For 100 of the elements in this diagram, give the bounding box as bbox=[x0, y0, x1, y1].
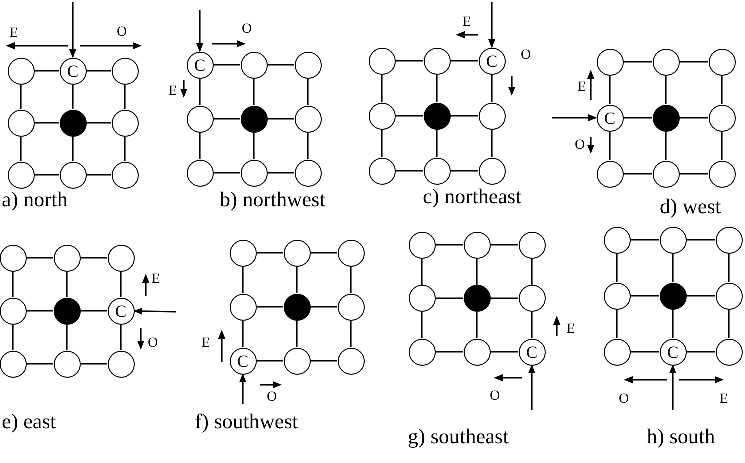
grid-line bbox=[450, 170, 478, 172]
grid-line bbox=[421, 258, 423, 285]
panel-caption: g) southeast bbox=[408, 426, 509, 448]
grid-line bbox=[310, 360, 338, 362]
node-label: C bbox=[67, 62, 79, 80]
grid-line bbox=[20, 84, 22, 110]
node-circle bbox=[0, 244, 26, 272]
node-circle bbox=[54, 244, 80, 272]
grid-line bbox=[214, 118, 240, 120]
grid-line bbox=[26, 257, 54, 259]
grid-line bbox=[72, 136, 74, 162]
grid-line bbox=[350, 266, 352, 294]
grid-line bbox=[476, 312, 478, 338]
grid-line bbox=[199, 132, 201, 160]
arrow-label: O bbox=[266, 391, 278, 405]
node-circle bbox=[186, 160, 214, 186]
node-circle bbox=[596, 48, 624, 76]
node-circle bbox=[424, 158, 450, 184]
grid-line bbox=[72, 84, 74, 110]
node-circle bbox=[338, 240, 364, 266]
grid-line bbox=[26, 310, 54, 312]
grid-line bbox=[268, 172, 294, 174]
grid-line bbox=[624, 173, 652, 175]
panel-caption: d) west bbox=[660, 196, 722, 218]
grid-line bbox=[124, 136, 126, 162]
arrow-label: E bbox=[720, 393, 728, 407]
node-circle bbox=[112, 58, 138, 84]
node-circle bbox=[60, 162, 86, 188]
grid-line bbox=[721, 132, 723, 160]
node-circle bbox=[108, 298, 134, 324]
node-circle bbox=[368, 158, 396, 184]
panel-caption: c) northeast bbox=[423, 186, 522, 208]
grid-line bbox=[686, 351, 716, 353]
grid-line bbox=[310, 306, 338, 308]
node-circle bbox=[604, 226, 630, 254]
grid-line bbox=[214, 64, 240, 66]
node-circle bbox=[230, 348, 256, 374]
grid-line bbox=[256, 306, 284, 308]
filled-node-circle bbox=[424, 102, 450, 130]
panel-caption: e) east bbox=[2, 412, 56, 432]
grid-line bbox=[80, 257, 108, 259]
node-circle bbox=[230, 240, 256, 266]
grid-line bbox=[436, 298, 464, 300]
grid-line bbox=[490, 351, 518, 353]
grid-line bbox=[616, 254, 618, 282]
node-circle bbox=[464, 338, 490, 366]
grid-line bbox=[624, 61, 652, 63]
grid-line bbox=[86, 174, 112, 176]
grid-line bbox=[34, 174, 60, 176]
grid-line bbox=[214, 172, 240, 174]
grid-line bbox=[436, 244, 464, 246]
grid-line bbox=[491, 74, 493, 102]
input-arrow bbox=[196, 10, 204, 52]
grid-line bbox=[396, 170, 424, 172]
node-circle bbox=[112, 162, 138, 188]
grid-line bbox=[436, 74, 438, 102]
grid-line bbox=[253, 132, 255, 160]
node-circle bbox=[464, 232, 490, 258]
node-circle bbox=[408, 232, 436, 258]
grid-line bbox=[253, 78, 255, 106]
grid-line bbox=[491, 130, 493, 158]
grid-line bbox=[630, 295, 660, 297]
node-circle bbox=[368, 102, 396, 130]
grid-line bbox=[381, 74, 383, 102]
arrow-label: O bbox=[618, 393, 630, 407]
input-arrow bbox=[669, 364, 677, 410]
input-arrow bbox=[552, 114, 598, 122]
arrow-label: E bbox=[462, 16, 472, 30]
node-circle bbox=[596, 104, 624, 132]
node-circle bbox=[108, 244, 134, 272]
input-arrow bbox=[69, 2, 77, 58]
grid-line bbox=[310, 252, 338, 254]
node-circle bbox=[596, 160, 624, 188]
node-circle bbox=[660, 226, 686, 254]
filled-node-circle bbox=[60, 110, 86, 136]
node-circle bbox=[652, 48, 680, 76]
node-label: C bbox=[194, 56, 206, 74]
arrow-label: O bbox=[148, 337, 158, 351]
node-label: C bbox=[237, 352, 249, 370]
grid-line bbox=[34, 122, 60, 124]
node-circle bbox=[478, 102, 506, 130]
grid-line bbox=[531, 258, 533, 285]
grid-line bbox=[350, 320, 352, 348]
node-circle bbox=[708, 160, 736, 188]
grid-line bbox=[686, 295, 716, 297]
node-circle bbox=[716, 282, 742, 310]
arrow-label: E bbox=[202, 337, 210, 351]
grid-line bbox=[120, 324, 122, 350]
grid-line bbox=[396, 60, 424, 62]
node-circle bbox=[0, 350, 26, 378]
node-circle bbox=[240, 160, 268, 186]
node-circle bbox=[54, 350, 80, 378]
arrow-label: O bbox=[520, 49, 532, 63]
panel-caption: f) southwest bbox=[195, 412, 298, 432]
node-circle bbox=[8, 162, 34, 188]
node-circle bbox=[652, 160, 680, 188]
grid-line bbox=[86, 70, 112, 72]
node-label: C bbox=[115, 302, 127, 320]
arrow-label: O bbox=[574, 139, 586, 153]
grid-line bbox=[680, 61, 708, 63]
